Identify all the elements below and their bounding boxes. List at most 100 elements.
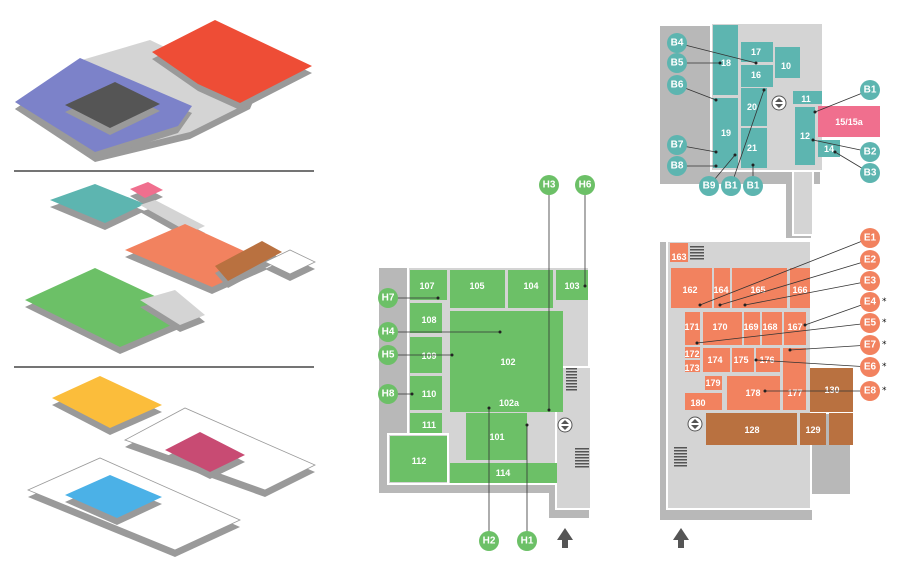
marker-label: H3 [543,180,556,191]
marker-B3[interactable]: B3 [860,163,880,183]
marker-badge [860,357,880,377]
room-label-102a: 102a [499,398,520,408]
iso-floor-2-pink-room [130,182,163,198]
room-168 [762,312,782,345]
room-177 [783,348,806,410]
elevator-icon[interactable] [557,417,573,433]
leader-dot [788,348,792,352]
room-103 [556,270,588,300]
marker-badge [860,228,880,248]
marker-label: B8 [671,161,684,172]
room-label-114: 114 [496,468,511,478]
stairs-icon [690,246,704,248]
asterisk-note: * [882,386,887,396]
marker-badge [378,288,398,308]
marker-B1[interactable]: B1 [743,176,763,196]
room-label-105: 105 [469,281,484,291]
room-label-10: 10 [781,61,791,71]
marker-B4[interactable]: B4 [667,33,687,53]
elevator-arrows [775,98,783,108]
stairs-icon [566,386,577,388]
room-108 [410,303,442,333]
marker-label: B3 [864,168,877,179]
marker-label: B1 [747,181,760,192]
marker-H6[interactable]: H6 [575,175,595,195]
marker-H8[interactable]: H8 [378,384,398,404]
stairs-icon [566,377,577,379]
stairs-icon [566,389,577,391]
leader-dot [498,330,502,334]
marker-E5[interactable]: E5 [860,313,880,333]
leader-dot [751,163,755,167]
stairs-icon [674,450,687,452]
iso-floor-1-courtyard [65,82,160,128]
room-18 [713,25,738,95]
room-171 [685,312,700,345]
stairs-icon [566,374,577,376]
room-label-11: 11 [801,94,811,104]
marker-B7[interactable]: B7 [667,135,687,155]
room-label-109: 109 [421,351,436,361]
marker-badge [517,531,537,551]
leader-dot [813,110,817,114]
marker-label: E4 [864,297,877,308]
marker-E7[interactable]: E7 [860,335,880,355]
leader-dot [743,303,747,307]
stairs-icon [575,451,589,453]
room-163 [670,243,688,262]
marker-label: H4 [382,327,395,338]
marker-B8[interactable]: B8 [667,156,687,176]
marker-B6[interactable]: B6 [667,75,687,95]
marker-H4[interactable]: H4 [378,322,398,342]
marker-H2[interactable]: H2 [479,531,499,551]
marker-H5[interactable]: H5 [378,345,398,365]
room-label-169: 169 [743,322,758,332]
room-180 [685,393,722,410]
marker-label: H8 [382,389,395,400]
marker-badge [539,175,559,195]
room-label-163: 163 [671,252,686,262]
leader-line [730,89,765,187]
elevator-icon[interactable] [771,95,787,111]
marker-H3[interactable]: H3 [539,175,559,195]
marker-B1[interactable]: B1 [721,176,741,196]
marker-B2[interactable]: B2 [860,142,880,162]
marker-badge [378,322,398,342]
marker-badge [667,33,687,53]
marker-label: B7 [671,140,684,151]
room-label-104: 104 [523,281,538,291]
iso-floor-2-annex [264,249,316,275]
room-label-165: 165 [750,285,765,295]
marker-E6[interactable]: E6 [860,357,880,377]
marker-H1[interactable]: H1 [517,531,537,551]
stairs-icon [575,454,589,456]
marker-badge [860,250,880,270]
stairs-icon [674,447,687,449]
marker-H7[interactable]: H7 [378,288,398,308]
room-label-177: 177 [787,388,802,398]
room-label-21: 21 [747,143,757,153]
isometric-overview [14,20,316,557]
room-label-101: 101 [489,432,504,442]
marker-E8[interactable]: E8 [860,381,880,401]
stairs-icon [575,463,589,465]
marker-E1[interactable]: E1 [860,228,880,248]
leader-dot [487,406,491,410]
marker-B5[interactable]: B5 [667,53,687,73]
room-114 [450,463,557,483]
marker-B9[interactable]: B9 [699,176,719,196]
marker-E4[interactable]: E4 [860,292,880,312]
leader-dot [718,61,722,65]
stairs-icon [690,252,704,254]
leader-dot [410,392,414,396]
room-label-130: 130 [824,385,839,395]
marker-badge [860,292,880,312]
marker-B1[interactable]: B1 [860,80,880,100]
entrance-arrow-icon [557,528,573,548]
elevator-icon[interactable] [687,416,703,432]
leader-dot [762,88,766,92]
marker-E2[interactable]: E2 [860,250,880,270]
leader-dot [803,323,807,327]
room-105 [450,270,505,308]
marker-E3[interactable]: E3 [860,271,880,291]
